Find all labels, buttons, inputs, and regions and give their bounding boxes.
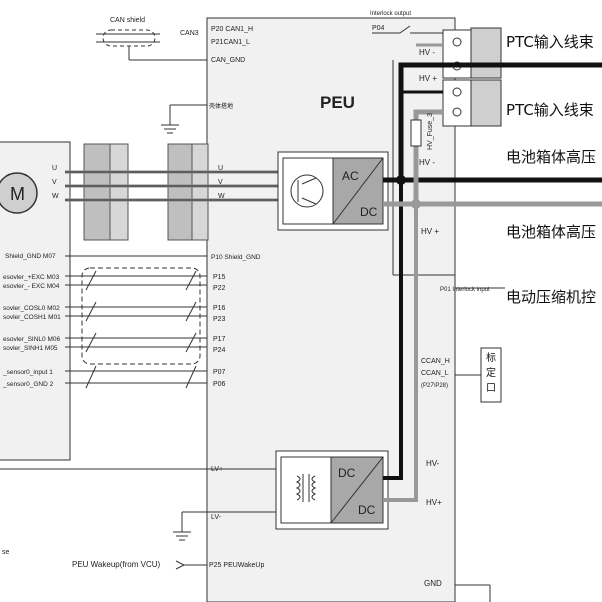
- transformer-icon: [295, 474, 317, 502]
- pin-p17: P17: [213, 336, 226, 343]
- ccan-pins: (P27\P28): [421, 383, 448, 389]
- phase-cable-shield-peu: [167, 143, 209, 241]
- phase-cables: [65, 170, 278, 202]
- pin-lv-minus: LV-: [211, 514, 222, 521]
- motor-sin-h: sovler_SINH1 M05: [3, 345, 58, 352]
- pin-p24: P24: [213, 347, 226, 354]
- motor-u: U: [52, 165, 57, 172]
- calibration-port: [480, 347, 502, 403]
- motor-shield-gnd: Shield_GND M07: [5, 253, 56, 260]
- motor-symbol: M: [10, 184, 25, 204]
- resolver-wires: [65, 270, 207, 389]
- motor-sensor-input: _sensor0_input 1: [2, 369, 53, 376]
- battery-hv-2: 电池箱体高压: [506, 223, 596, 241]
- hv-plus-1: HV +: [419, 74, 437, 83]
- pin-p04: P04: [372, 25, 385, 32]
- hv-plus-3: HV+: [426, 498, 442, 507]
- pin-p15: P15: [213, 274, 226, 281]
- pin-gnd: GND: [424, 579, 442, 588]
- peu-u: U: [218, 165, 223, 172]
- compressor-control: 电动压缩机控: [506, 288, 596, 306]
- wakeup-arrow-icon: [175, 560, 186, 570]
- battery-hv-1: 电池箱体高压: [506, 148, 596, 166]
- transformer-box: [280, 456, 332, 524]
- lv-ground-icon: [173, 531, 191, 541]
- hv-connector-block-2: [442, 79, 502, 127]
- pin-p01: P01 Interlock input: [440, 287, 490, 293]
- motor-cos-h: sovler_COSH1 M01: [3, 314, 61, 321]
- phase-cable-shield-motor: [83, 143, 129, 241]
- peu-title: PEU: [320, 93, 355, 112]
- pin-p06: P06: [213, 381, 226, 388]
- can-shield-symbol: [102, 29, 156, 47]
- hv-connector-block-1: [442, 27, 502, 79]
- motor-sin-l: esovler_SINL0 M06: [3, 336, 60, 343]
- pin-p23: P23: [213, 316, 226, 323]
- pin-p10: P10 Shield_GND: [211, 254, 261, 261]
- ccan-l: CCAN_L: [421, 370, 449, 377]
- hv-minus-3: HV-: [426, 459, 440, 468]
- dcdc-label-a: DC: [338, 466, 356, 480]
- wakeup-label: PEU Wakeup(from VCU): [72, 560, 161, 569]
- motor-v: V: [52, 179, 57, 186]
- pin-p25: P25 PEUWakeUp: [209, 562, 264, 569]
- dcdc-label-b: DC: [358, 503, 376, 517]
- hv-minus-1: HV -: [419, 48, 435, 57]
- chassis-ground-label: 壳体搭地: [209, 102, 233, 110]
- pin-p21: P21CAN1_L: [211, 39, 250, 46]
- can-shield-label: CAN shield: [110, 17, 145, 24]
- ptc-harness-2: PTC输入线束: [506, 101, 594, 119]
- motor-cos-l: sovler_COSL0 M02: [3, 305, 60, 312]
- hv-fuse: [410, 119, 422, 147]
- calibration-port-label: 标定口: [486, 353, 496, 394]
- pin-p20: P20 CAN1_H: [211, 26, 253, 33]
- motor-w: W: [52, 193, 59, 200]
- pin-can-gnd: CAN_GND: [211, 57, 245, 64]
- ptc-harness-1: PTC输入线束: [506, 33, 594, 51]
- pin-p16: P16: [213, 305, 226, 312]
- hv-minus-2: HV -: [419, 158, 435, 167]
- can3-label: CAN3: [180, 30, 199, 37]
- hv-plus-2: HV +: [421, 227, 439, 236]
- dc-label: DC: [360, 205, 378, 219]
- pin-p07: P07: [213, 369, 226, 376]
- peu-w: W: [218, 193, 225, 200]
- motor-exc-p: esovler_+EXC M03: [3, 274, 60, 281]
- pin-p22: P22: [213, 285, 226, 292]
- motor-exc-m: esovler_- EXC M04: [3, 283, 60, 290]
- ac-label: AC: [342, 169, 359, 183]
- motor-sensor-gnd: _sensor0_GND 2: [2, 381, 54, 388]
- fuse-label: HV_Fuse_3: [427, 113, 434, 150]
- ccan-h: CCAN_H: [421, 358, 450, 365]
- motor-note: se: [2, 549, 10, 556]
- interlock-output-label: Interlock output: [370, 11, 411, 17]
- peu-v: V: [218, 179, 223, 186]
- motor-icon: [0, 172, 38, 214]
- chassis-ground-icon: [161, 124, 179, 134]
- igbt-icon: [290, 174, 324, 208]
